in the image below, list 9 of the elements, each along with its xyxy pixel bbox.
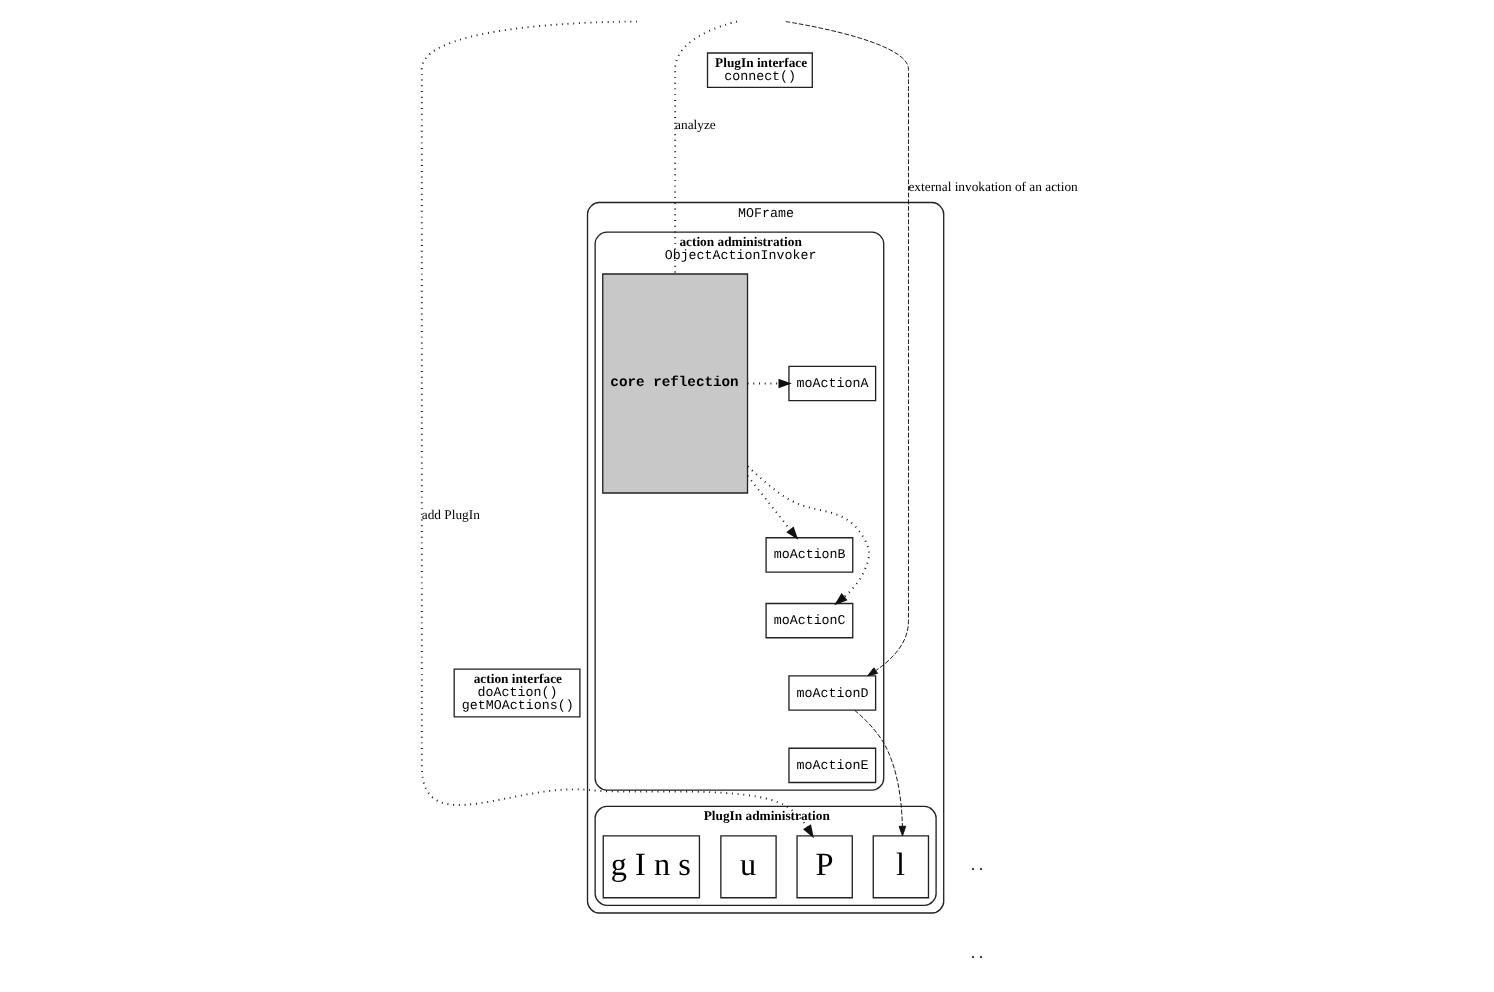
- arrow: [853, 709, 906, 837]
- node-box: l: [871, 835, 929, 899]
- arrow: [745, 474, 798, 540]
- arrow: [745, 465, 869, 606]
- node-box: P: [795, 835, 852, 899]
- arrow: [745, 378, 791, 389]
- connector: [673, 20, 737, 275]
- node-box: g I n s: [601, 835, 700, 899]
- node-box: u: [719, 835, 776, 899]
